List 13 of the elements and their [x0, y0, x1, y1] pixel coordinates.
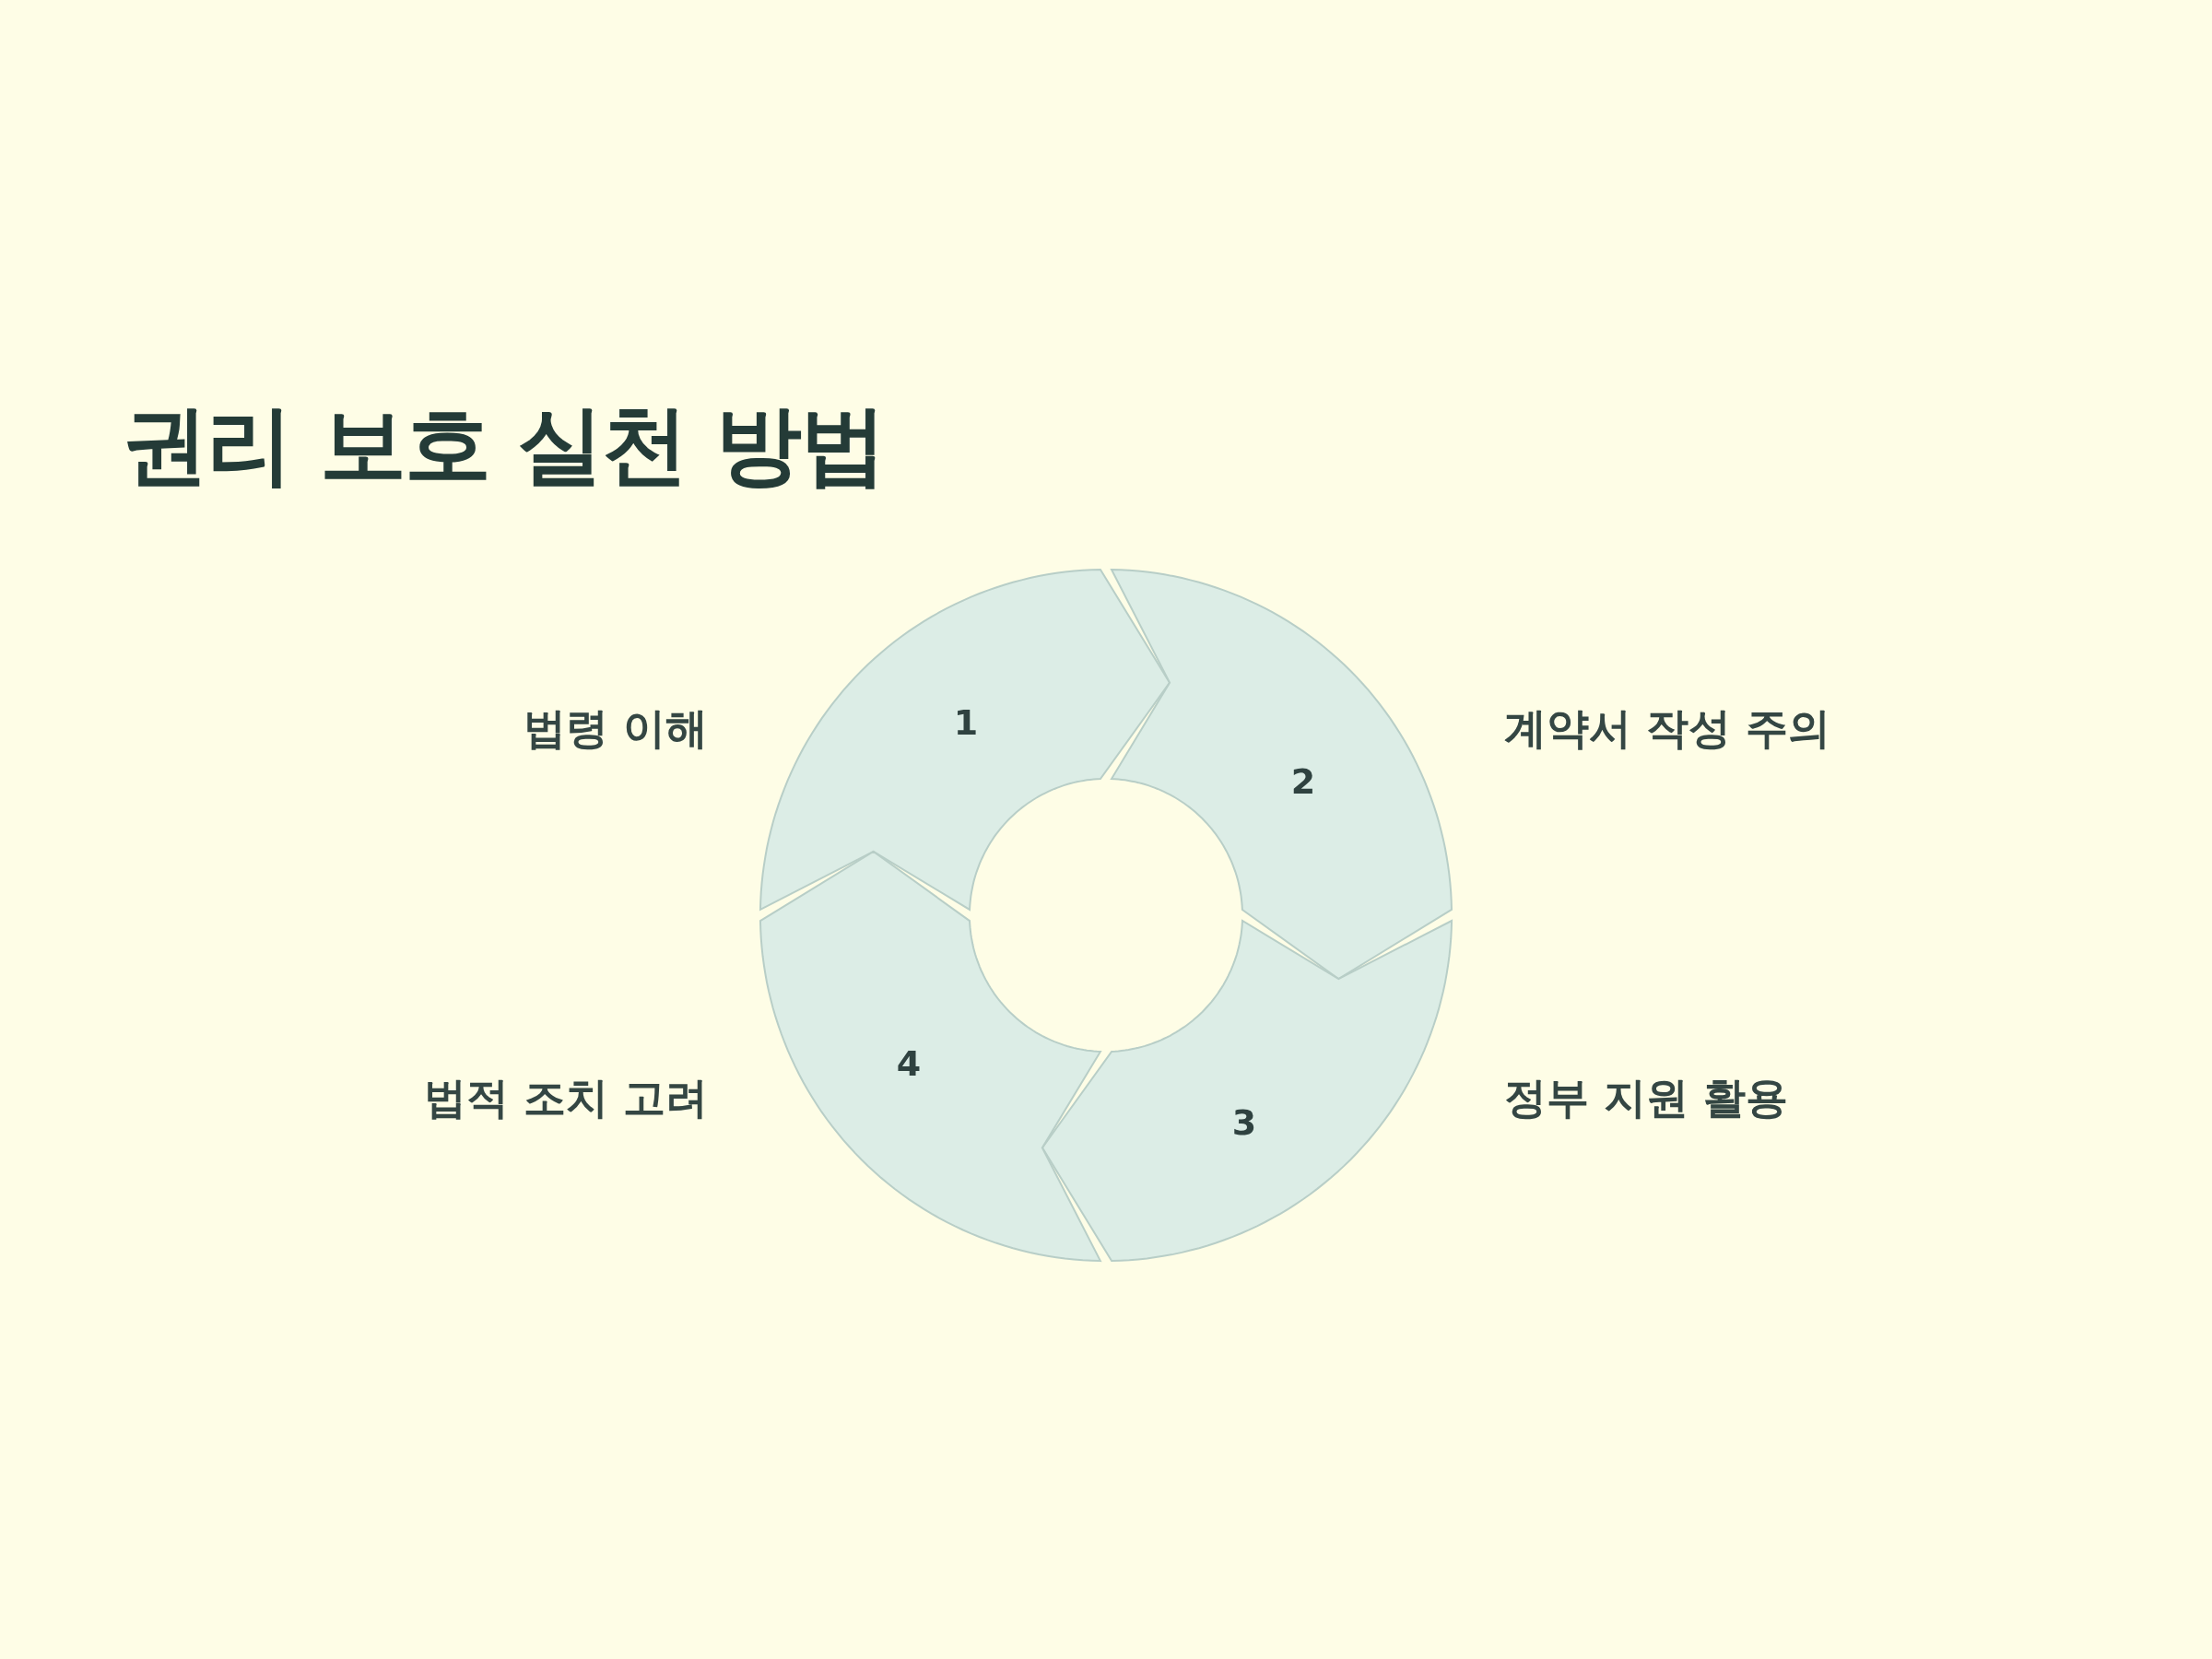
arrow-segment — [760, 851, 1100, 1261]
step-number: 4 — [896, 1043, 922, 1084]
step-label: 계약서 작성 주의 — [1504, 702, 1831, 755]
step-label: 정부 지원 활용 — [1504, 1072, 1789, 1124]
step-label: 법적 조치 고려 — [423, 1072, 708, 1124]
step-label: 법령 이해 — [524, 702, 708, 755]
step-number: 1 — [953, 702, 979, 743]
step-number: 2 — [1290, 761, 1316, 802]
arrow-segment — [1041, 921, 1452, 1261]
step-number: 3 — [1231, 1102, 1257, 1143]
arrow-segment — [760, 570, 1171, 910]
arrow-segment — [1112, 570, 1452, 980]
title: 권리 보호 실천 방법 — [122, 394, 886, 497]
